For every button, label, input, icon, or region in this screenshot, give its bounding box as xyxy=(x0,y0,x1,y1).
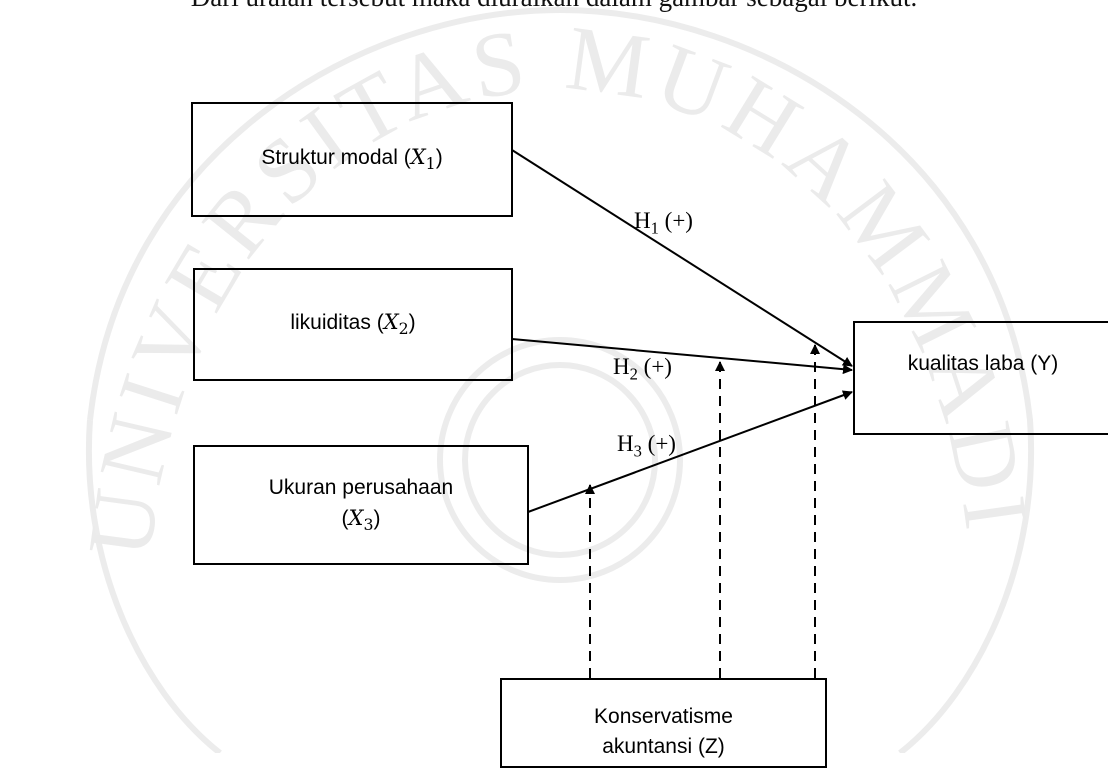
hypothesis-h2: H2 (+) xyxy=(613,354,672,384)
caption-text: Dari uraian tersebut maka diuraikan dala… xyxy=(0,0,1108,13)
sub-x1: 1 xyxy=(425,154,436,174)
label-konservatisme: Konservatisme xyxy=(594,705,733,728)
hypothesis-h1: H1 (+) xyxy=(634,208,693,238)
arrow-x1-to-y xyxy=(511,149,853,367)
box-ukuran-perusahaan: Ukuran perusahaan (X3) xyxy=(193,445,529,565)
box-likuiditas: likuiditas (X2) xyxy=(193,268,513,381)
arrow-x3-to-y xyxy=(527,390,853,513)
var-x2: X xyxy=(383,310,399,335)
label-kualitas-laba: kualitas laba (Y) xyxy=(907,352,1059,375)
label-akuntansi-z: akuntansi (Z) xyxy=(602,735,725,759)
label-struktur-modal: Struktur modal xyxy=(261,146,398,170)
var-x3: X xyxy=(348,506,364,531)
hypothesis-h3: H3 (+) xyxy=(617,431,676,461)
box-kualitas-laba: kualitas laba (Y) xyxy=(853,321,1108,435)
arrow-x2-to-y xyxy=(511,338,853,375)
box-konservatisme-akuntansi: Konservatisme akuntansi (Z) xyxy=(500,678,827,768)
label-ukuran-perusahaan: Ukuran perusahaan xyxy=(268,475,454,499)
box-struktur-modal: Struktur modal (X1) xyxy=(191,102,513,217)
sub-x3: 3 xyxy=(363,515,374,535)
sub-x2: 2 xyxy=(398,319,409,339)
label-likuiditas: likuiditas xyxy=(290,311,371,335)
var-x1: X xyxy=(410,145,426,170)
